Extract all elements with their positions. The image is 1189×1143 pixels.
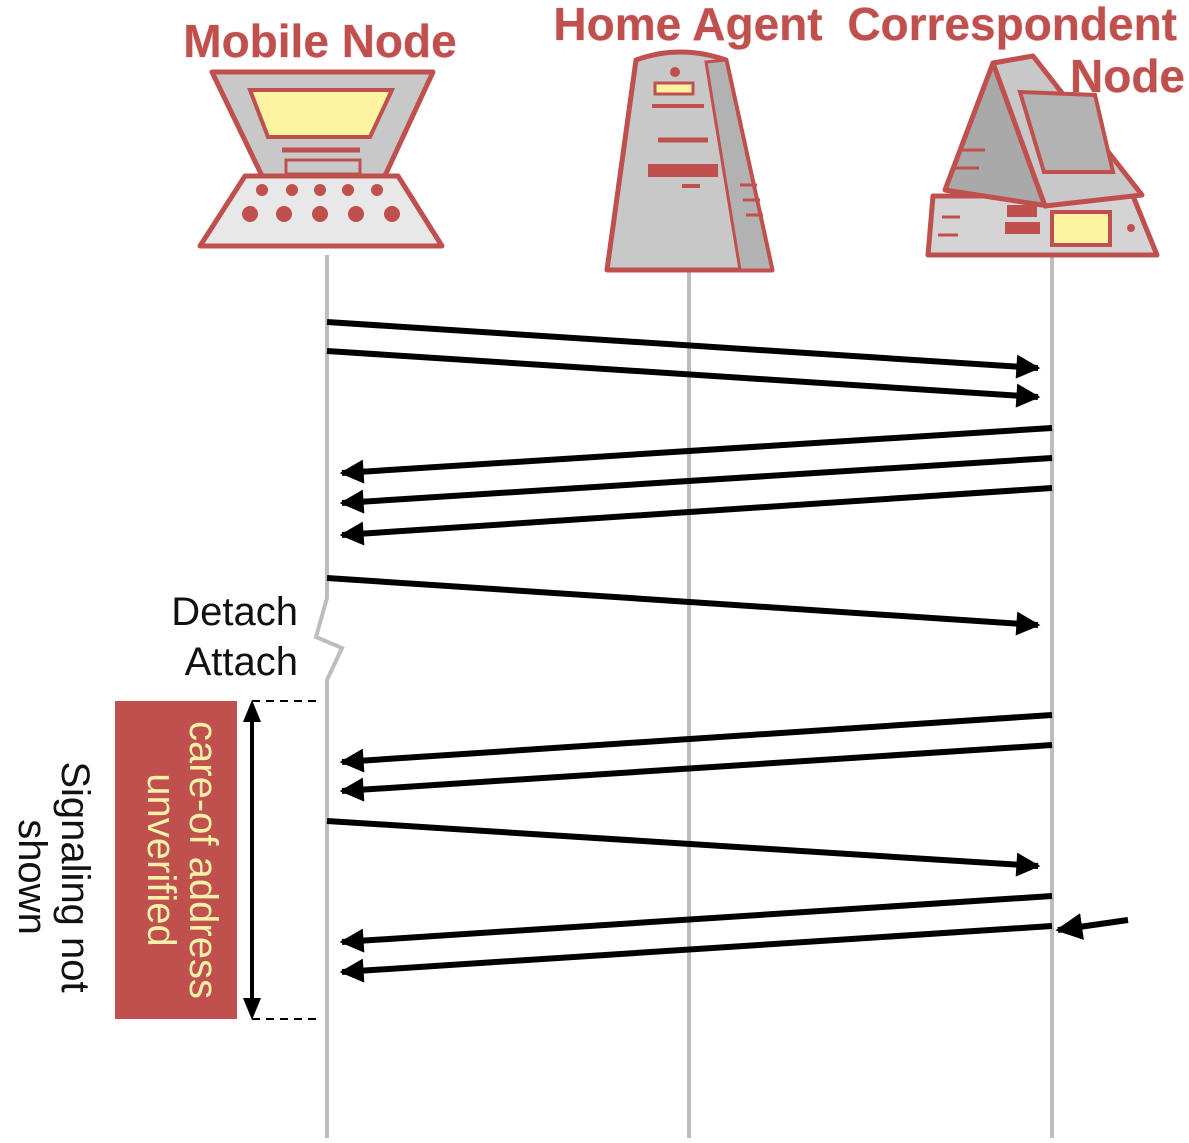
detach-label: Detach (171, 590, 298, 634)
messages (326, 319, 1129, 983)
correspondent-label-line2: Node (1070, 50, 1185, 102)
message-arrow (339, 455, 1053, 514)
message-arrow (326, 575, 1041, 636)
unverified-interval-bracket (243, 700, 320, 1020)
mobile-node-label: Mobile Node (183, 15, 456, 67)
careof-address-label: care-of address (181, 721, 225, 999)
home-agent-label: Home Agent (553, 0, 822, 50)
shown-label: shown (10, 819, 54, 935)
message-arrow (339, 425, 1053, 484)
message-arrow (326, 348, 1041, 408)
message-arrow (326, 818, 1041, 877)
external-message-arrow (1055, 913, 1129, 940)
message-arrow (339, 923, 1053, 983)
attach-label: Attach (185, 640, 298, 684)
message-arrow (339, 742, 1053, 802)
laptop-icon (197, 69, 445, 249)
careof-unverified-box (115, 701, 237, 1019)
unverified-label: unverified (139, 773, 183, 946)
lifelines (313, 255, 1054, 1138)
server-tower-icon (604, 49, 775, 273)
message-arrow (339, 712, 1053, 773)
desktop-computer-icon (925, 53, 1160, 258)
message-arrow (339, 893, 1053, 953)
correspondent-label-line1: Correspondent (847, 0, 1177, 50)
mobile-lifeline (313, 255, 345, 1138)
signaling-not-label: Signaling not (53, 761, 97, 992)
message-arrow (339, 485, 1053, 546)
message-arrow (326, 319, 1041, 379)
